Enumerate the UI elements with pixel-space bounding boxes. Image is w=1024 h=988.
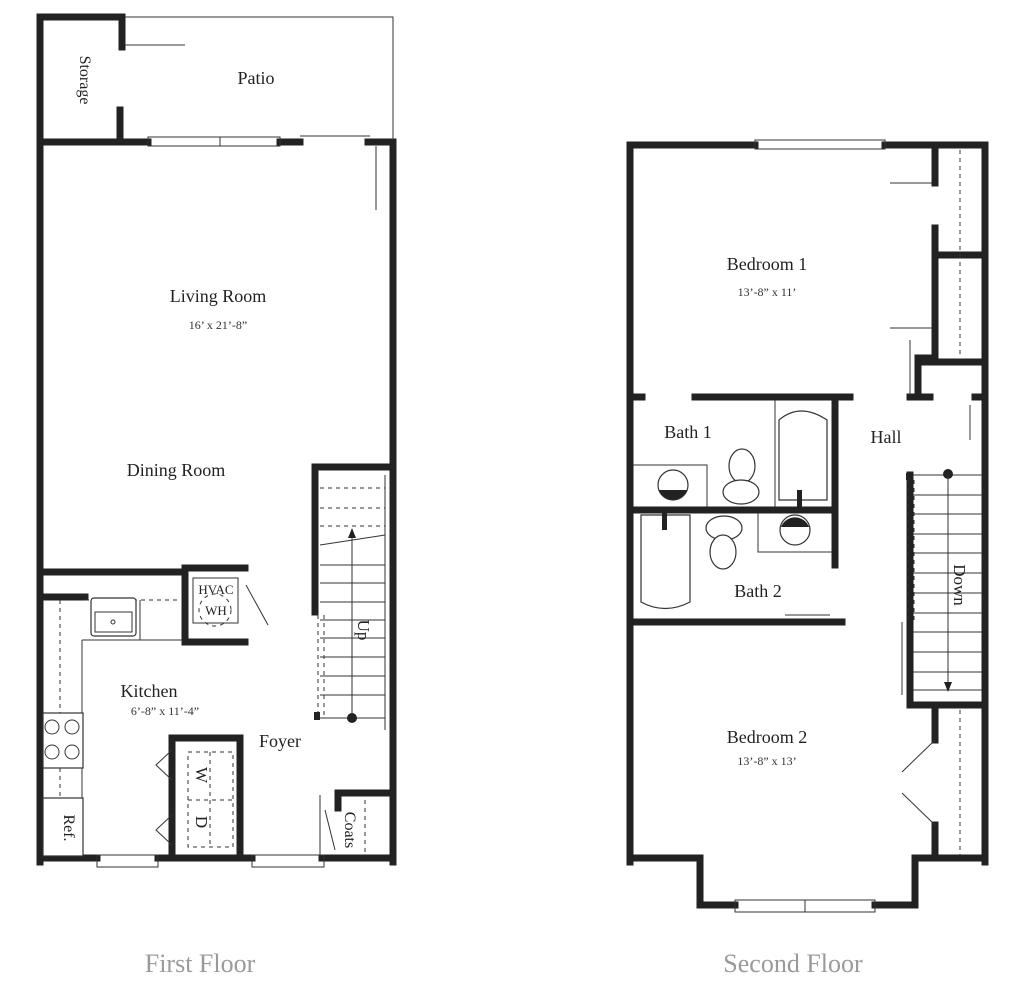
label-stairs-up: Up [354,620,373,641]
first-floor-walls [36,13,397,866]
label-washer: W [192,767,211,784]
room-label-bedroom-1: Bedroom 1 [727,254,808,274]
label-hvac: HVAC [198,582,233,597]
room-dimensions-bedroom-2: 13’-8” x 13’ [737,754,796,768]
label-dryer: D [192,816,211,828]
room-label-dining-room: Dining Room [127,460,226,480]
caption-second-floor: Second Floor [723,949,863,978]
room-label-kitchen: Kitchen [121,681,178,701]
room-label-storage: Storage [76,56,93,105]
room-label-living-room: Living Room [170,286,267,306]
room-dimensions-bedroom-1: 13’-8” x 11’ [738,285,797,299]
room-label-bath-1: Bath 1 [664,422,712,442]
label-coats: Coats [341,812,358,848]
second-floor-details [633,139,982,913]
second-floor-walls [626,141,989,909]
room-label-patio: Patio [237,68,274,88]
room-dimensions-kitchen: 6’-8” x 11’-4” [131,704,199,718]
second-floor-plan: Bedroom 1 13’-8” x 11’ Bath 1 Hall Bath … [626,139,989,978]
caption-first-floor: First Floor [145,949,256,978]
first-floor-details [42,16,394,868]
label-stairs-down: Down [950,564,969,606]
room-label-foyer: Foyer [259,731,301,751]
room-label-bedroom-2: Bedroom 2 [727,727,808,747]
label-refrigerator: Ref. [60,814,77,841]
room-dimensions-living-room: 16’ x 21’-8” [189,318,247,332]
label-water-heater: WH [205,603,227,618]
first-floor-labels: Storage Patio Living Room 16’ x 21’-8” D… [60,56,373,978]
room-label-hall: Hall [871,427,902,447]
first-floor-plan: Storage Patio Living Room 16’ x 21’-8” D… [36,13,397,978]
second-floor-labels: Bedroom 1 13’-8” x 11’ Bath 1 Hall Bath … [664,254,969,978]
room-label-bath-2: Bath 2 [734,581,782,601]
